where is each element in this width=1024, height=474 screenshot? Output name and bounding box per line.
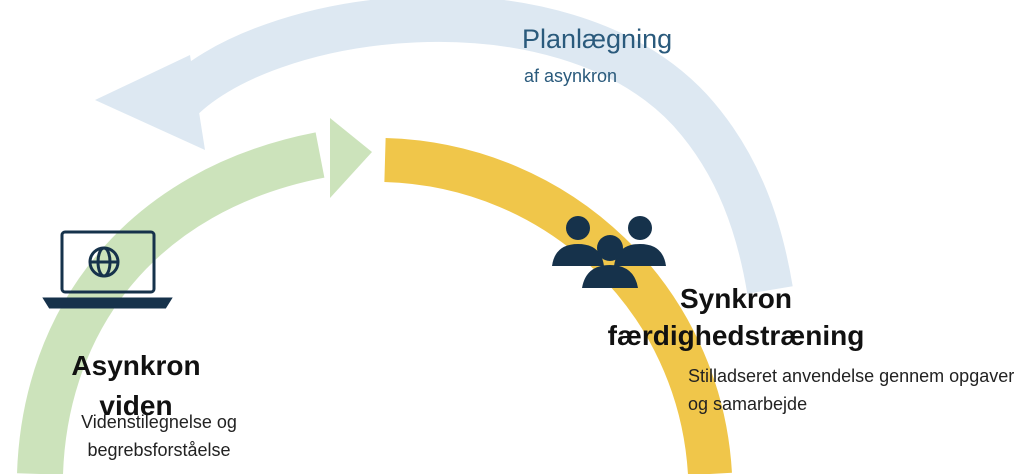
sync-title: Synkron færdighedstræning <box>607 283 865 351</box>
sync-description: Stilladseret anvendelse gennem opgaver o… <box>688 366 1015 414</box>
planning-title: Planlægning <box>522 24 673 54</box>
planning-arrowhead <box>95 55 205 150</box>
laptop-globe-icon <box>42 230 173 309</box>
group-people-icon <box>552 216 666 288</box>
async-arrowhead <box>330 118 372 198</box>
planning-subtitle: af asynkron <box>524 66 618 86</box>
planning-arc <box>157 0 793 294</box>
async-description: Videnstilegnelse og begrebsforståelse <box>81 412 237 460</box>
async-title: Asynkron viden <box>71 350 201 421</box>
